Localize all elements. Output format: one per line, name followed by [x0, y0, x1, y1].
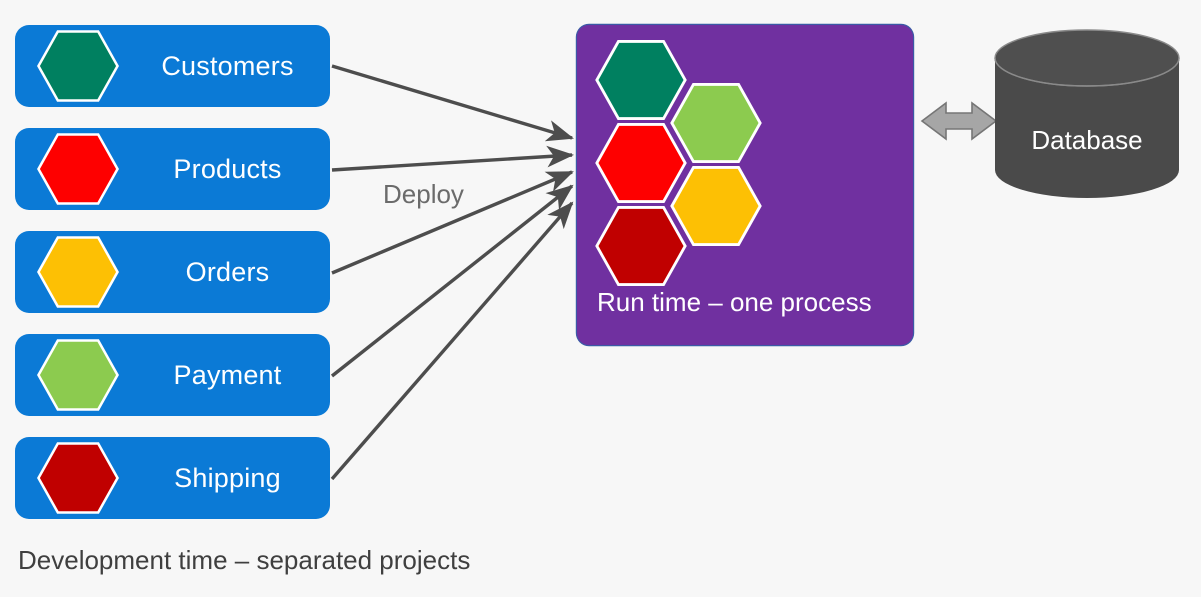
database-body: [995, 58, 1179, 198]
project-card-customers[interactable]: Customers: [15, 25, 330, 107]
database-label: Database: [1031, 125, 1143, 155]
runtime-hexagon-products: [594, 120, 688, 206]
hexagon-icon: [37, 236, 119, 308]
hexagon-shape: [37, 442, 119, 514]
hexagon-shape: [670, 83, 762, 163]
hexagon-icon: [37, 442, 119, 514]
hexagon-icon: [595, 123, 687, 203]
hexagon-shape: [595, 40, 687, 120]
project-card-payment[interactable]: Payment: [15, 334, 330, 416]
database-bidirectional-arrow: [920, 101, 998, 141]
project-card-orders[interactable]: Orders: [15, 231, 330, 313]
database-cylinder[interactable]: [993, 28, 1181, 200]
hexagon-icon-customers: [28, 29, 128, 103]
runtime-label: Run time – one process: [597, 287, 872, 317]
runtime-hexagon-payment: [669, 80, 763, 166]
hexagon-shape: [37, 339, 119, 411]
hexagon-shape: [37, 236, 119, 308]
runtime-panel[interactable]: Run time – one process: [577, 25, 913, 345]
deploy-arrow-payment: [330, 184, 574, 378]
deploy-label: Deploy: [383, 179, 464, 209]
hexagon-icon: [670, 83, 762, 163]
hexagon-icon: [670, 166, 762, 246]
hexagon-shape: [37, 133, 119, 205]
hexagon-shape: [595, 123, 687, 203]
hexagon-shape: [595, 206, 687, 286]
hexagon-shape: [37, 30, 119, 102]
project-card-label: Orders: [185, 256, 270, 287]
hexagon-icon: [37, 133, 119, 205]
project-card-shipping[interactable]: Shipping: [15, 437, 330, 519]
hexagon-shape: [670, 166, 762, 246]
hexagon-icon: [595, 40, 687, 120]
database-rim: [994, 57, 1180, 87]
runtime-hexagon-orders: [669, 163, 763, 249]
project-card-label: Customers: [161, 50, 294, 81]
development-caption: Development time – separated projects: [18, 545, 471, 575]
hexagon-icon: [37, 339, 119, 411]
hexagon-icon-orders: [28, 235, 128, 309]
project-card-label: Products: [173, 153, 282, 184]
deploy-arrow-customers: [331, 64, 574, 142]
hexagon-icon-shipping: [28, 441, 128, 515]
deploy-arrow-products: [331, 145, 575, 172]
hexagon-icon: [595, 206, 687, 286]
hexagon-icon: [37, 30, 119, 102]
deploy-arrows: [330, 64, 575, 481]
runtime-hexagon-shipping: [594, 203, 688, 289]
hexagon-icon-products: [28, 132, 128, 206]
project-card-label: Shipping: [174, 462, 281, 493]
hexagon-icon-payment: [28, 338, 128, 412]
project-card-products[interactable]: Products: [15, 128, 330, 210]
runtime-hexagon-customers: [594, 37, 688, 123]
project-card-label: Payment: [173, 359, 282, 390]
deploy-arrow-shipping: [330, 201, 574, 481]
